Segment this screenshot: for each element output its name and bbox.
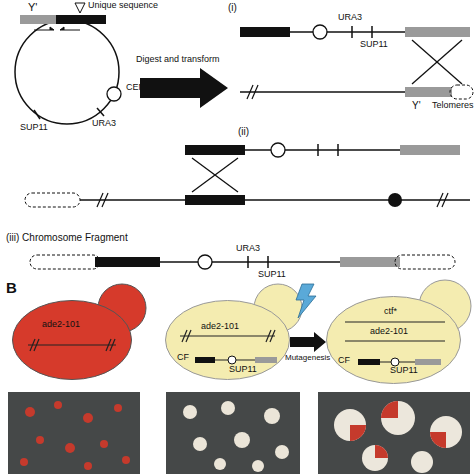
cell-body xyxy=(166,301,290,380)
plasmid-circle xyxy=(15,20,119,124)
colony-photo xyxy=(8,392,140,474)
process-arrow xyxy=(290,332,326,352)
y-prime-bar xyxy=(20,15,56,24)
edge-label: Mutagenesis xyxy=(285,354,330,363)
step-number: (ii) xyxy=(238,126,249,137)
cell-outline xyxy=(165,300,290,380)
fragment-i xyxy=(240,25,473,99)
gene-label: ade2-101 xyxy=(201,322,239,332)
gene-label: ade2-101 xyxy=(370,327,408,337)
yeast-cell: ade2-101 xyxy=(12,300,132,380)
cell-outline xyxy=(12,300,132,380)
region-label: Telomeres xyxy=(432,101,474,111)
step-label: (iii) Chromosome Fragment xyxy=(6,232,128,243)
chromosome-fragment xyxy=(30,255,455,269)
gene-label: SUP11 xyxy=(229,365,257,375)
gene-tick xyxy=(34,110,40,119)
step-label: Digest and transform xyxy=(136,55,220,65)
gene-label: CF xyxy=(338,356,350,366)
process-arrow xyxy=(140,68,228,108)
gene-label: CF xyxy=(177,353,189,363)
yeast-cell: ctf* ade2-101CF SUP11 xyxy=(326,296,461,384)
colony-photo xyxy=(318,392,470,474)
gene-label: ade2-101 xyxy=(42,320,80,330)
gene-label: CEN xyxy=(126,83,145,93)
cell-body xyxy=(13,301,132,380)
gene-label: SUP11 xyxy=(258,270,286,280)
colony-photo xyxy=(166,392,300,474)
unique-bar xyxy=(56,15,106,24)
gene-label: Y' xyxy=(28,1,37,13)
primer-arrows xyxy=(34,27,80,30)
gene-label: SUP11 xyxy=(20,123,48,133)
cell-body xyxy=(327,297,461,384)
gene-label: URA3 xyxy=(92,119,116,129)
gene-label: SUP11 xyxy=(390,366,418,376)
gene-label: URA3 xyxy=(338,13,362,23)
yeast-cell: ade2-101CF SUP11 xyxy=(165,300,290,380)
gene-tick xyxy=(97,108,104,116)
gene-label: ctf* xyxy=(384,307,397,317)
gene-label: Y' xyxy=(412,100,421,111)
fragment-ii xyxy=(25,143,470,207)
lightning-bolt xyxy=(296,284,316,318)
gene-label: URA3 xyxy=(236,244,260,254)
sequence-label: Unique sequence xyxy=(88,1,158,11)
cen-circle xyxy=(107,87,121,101)
site-marker xyxy=(75,3,85,13)
gene-label: SUP11 xyxy=(360,40,388,50)
step-number: (i) xyxy=(228,2,237,13)
panel-letter: B xyxy=(6,280,17,297)
